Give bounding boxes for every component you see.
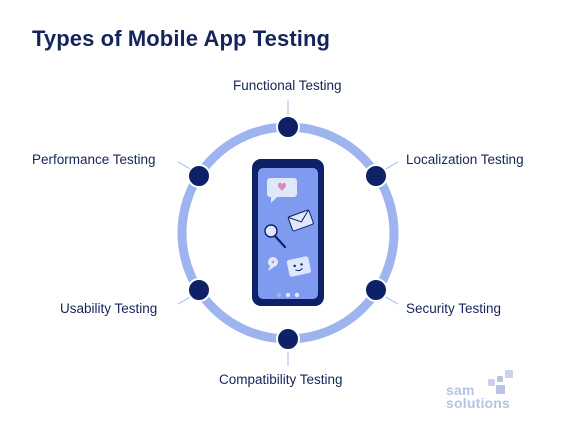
- connector-security: [383, 295, 399, 305]
- node-performance: [187, 164, 211, 188]
- node-localization: [364, 164, 388, 188]
- label-compatibility-testing: Compatibility Testing: [219, 372, 343, 387]
- envelope-icon: [287, 209, 314, 232]
- pagination-dots: [276, 292, 300, 298]
- label-usability-testing: Usability Testing: [60, 301, 158, 316]
- smiley-message-icon: [286, 256, 311, 277]
- connector-lines: [177, 100, 399, 366]
- logo-line-2: solutions: [446, 395, 511, 411]
- magnifier-icon: [264, 224, 287, 249]
- heart-message-icon: [267, 178, 297, 203]
- page-title: Types of Mobile App Testing: [32, 26, 331, 51]
- small-bubble-icon: [268, 257, 278, 271]
- logo-cubes-icon: [488, 370, 513, 394]
- label-localization-testing: Localization Testing: [406, 152, 524, 167]
- label-functional-testing: Functional Testing: [233, 78, 342, 93]
- ring-nodes: [187, 115, 388, 351]
- label-performance-testing: Performance Testing: [32, 152, 156, 167]
- phone-notch: [276, 163, 300, 168]
- node-compatibility: [276, 327, 300, 351]
- label-security-testing: Security Testing: [406, 301, 502, 316]
- node-usability: [187, 278, 211, 302]
- node-security: [364, 278, 388, 302]
- phone-illustration: [252, 159, 324, 306]
- connector-localization: [383, 161, 399, 171]
- logo-line-1: sam: [446, 382, 475, 398]
- node-functional: [276, 115, 300, 139]
